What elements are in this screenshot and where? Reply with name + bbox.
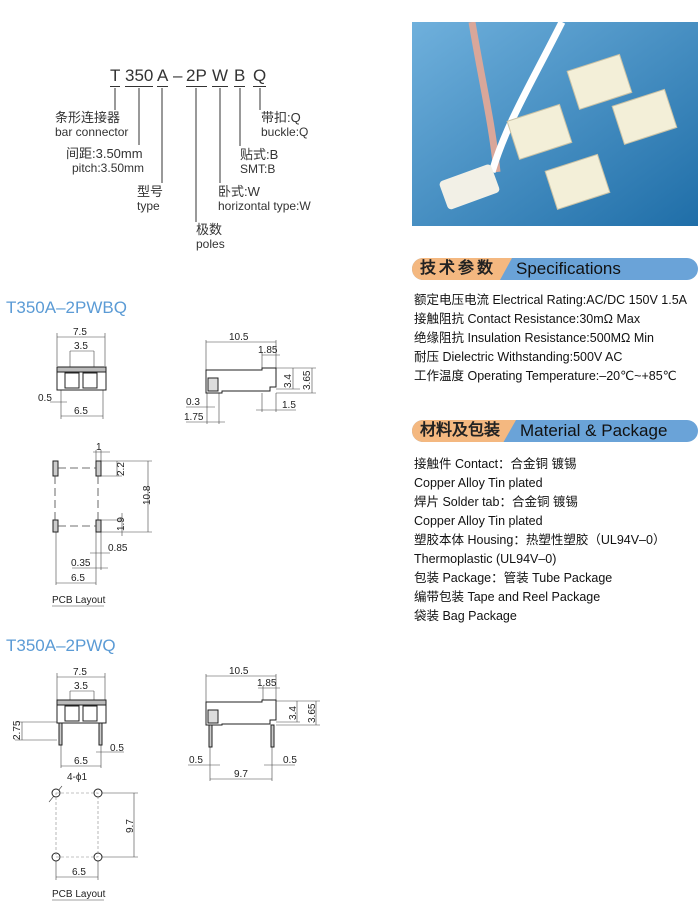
dim-label: 3.4	[283, 374, 294, 388]
dim-label: 0.5	[38, 393, 52, 404]
dim-label: 7.5	[73, 327, 87, 338]
dim-label: 0.35	[71, 558, 91, 569]
code-segment: W	[212, 66, 229, 87]
dim-label: 6.5	[72, 867, 86, 878]
code-segment: B	[234, 66, 246, 87]
specifications-list: 额定电压电流 Electrical Rating:AC/DC 150V 1.5A…	[414, 291, 687, 386]
dim-label: 3.65	[307, 703, 318, 723]
code-segment: 350	[125, 66, 154, 87]
dim-label: 1.9	[116, 517, 127, 531]
code-segment: –	[173, 66, 183, 85]
material-line: Copper Alloy Tin plated	[414, 476, 543, 490]
dim-label: 3.65	[302, 370, 313, 390]
material-line: 接触件 Contact：合金铜 镀锡	[414, 457, 577, 471]
dim-label: 7.5	[73, 667, 87, 678]
technical-drawings: 7.5 3.5 0.5 6.5 10.5 1.85 3.4 3.65 0.3 1…	[12, 327, 320, 901]
material-title-cn: 材料及包装	[412, 420, 516, 442]
dim-label: 2.75	[12, 720, 23, 740]
model-title: T350A–2PWQ	[6, 636, 116, 655]
product-photo	[412, 22, 698, 226]
code-segment: Q	[253, 66, 267, 87]
pcb-layout-label: PCB Layout	[52, 595, 106, 606]
code-segment: A	[157, 66, 169, 87]
dim-label: 10.8	[142, 485, 153, 505]
dim-label: 0.5	[283, 755, 297, 766]
dim-label: 1.5	[282, 400, 296, 411]
specifications-title-cn: 技术参数	[412, 258, 512, 280]
dim-label: 0.85	[108, 543, 128, 554]
material-line: 焊片 Solder tab：合金铜 镀锡	[414, 495, 578, 509]
dim-label: 0.5	[189, 755, 203, 766]
material-line: 编带包装 Tape and Reel Package	[414, 590, 601, 604]
material-line: Copper Alloy Tin plated	[414, 514, 543, 528]
material-line: 袋装 Bag Package	[414, 609, 517, 623]
dim-label: 1	[96, 442, 102, 453]
material-title-en: Material & Package	[520, 421, 668, 440]
spec-line: 绝缘阻抗 Insulation Resistance:500MΩ Min	[414, 331, 654, 345]
material-line: 包装 Package：管装 Tube Package	[414, 571, 613, 585]
code-segment: T	[110, 66, 121, 87]
dim-label: 3.4	[288, 706, 299, 720]
spec-line: 额定电压电流 Electrical Rating:AC/DC 150V 1.5A	[414, 293, 688, 307]
dim-label: 10.5	[229, 666, 249, 677]
spec-line: 工作温度 Operating Temperature:–20℃~+85℃	[414, 369, 677, 383]
material-line: 塑胶本体 Housing：热塑性塑胶（UL94V–0）	[414, 533, 666, 547]
material-header: 材料及包装 Material & Package	[412, 420, 698, 442]
code-segment: 2P	[186, 66, 207, 87]
dim-label: 0.5	[110, 743, 124, 754]
dim-label: 9.7	[234, 769, 248, 780]
dim-label: 3.5	[74, 681, 88, 692]
model-title: T350A–2PWBQ	[6, 298, 127, 317]
dim-label: 10.5	[229, 332, 249, 343]
dim-label: 6.5	[74, 406, 88, 417]
specifications-header: 技术参数 Specifications	[412, 258, 698, 280]
dim-label: 1.85	[258, 345, 278, 356]
spec-line: 接触阻抗 Contact Resistance:30mΩ Max	[414, 312, 641, 326]
material-list: 接触件 Contact：合金铜 镀锡 Copper Alloy Tin plat…	[414, 455, 665, 626]
code-leader-lines	[114, 88, 261, 222]
specifications-title-en: Specifications	[516, 259, 621, 278]
dim-label: 0.3	[186, 397, 200, 408]
dim-label: 2.2	[116, 462, 127, 476]
pcb-layout-label: PCB Layout	[52, 889, 106, 900]
dim-label: 9.7	[125, 819, 136, 833]
dim-label: 6.5	[74, 756, 88, 767]
dim-label: 4-ϕ1	[67, 772, 87, 783]
dim-label: 1.85	[257, 678, 277, 689]
spec-line: 耐压 Dielectric Withstanding:500V AC	[414, 350, 623, 364]
dim-label: 6.5	[71, 573, 85, 584]
dim-label: 1.75	[184, 412, 204, 423]
dim-label: 3.5	[74, 341, 88, 352]
material-line: Thermoplastic (UL94V–0)	[414, 552, 557, 566]
